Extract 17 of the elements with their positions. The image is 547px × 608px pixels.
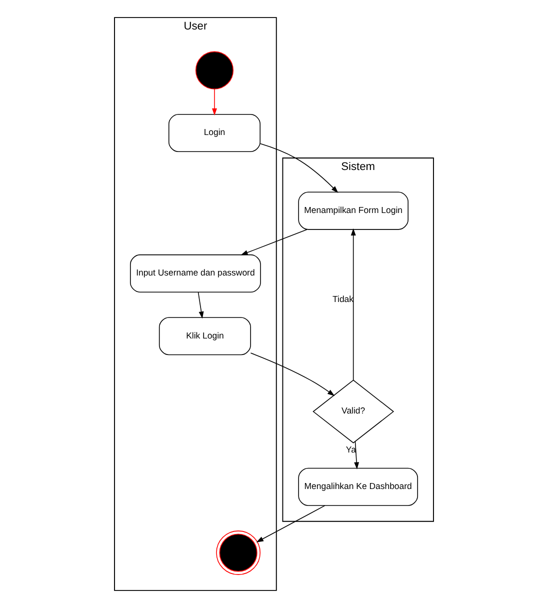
arrow — [354, 441, 359, 470]
node-box: Login — [168, 114, 260, 152]
node-circle — [194, 51, 234, 90]
arrow — [197, 292, 204, 319]
node-box: Klik Login — [158, 317, 250, 356]
node-box: Menampilkan Form Login — [298, 192, 408, 230]
arrow — [240, 229, 307, 256]
node-diamond: Valid? — [312, 380, 394, 444]
edge-label: Ya — [345, 444, 356, 455]
node-circle — [216, 530, 260, 575]
node-box: Input Username dan password — [130, 254, 260, 292]
node-box: Mengalihkan Ke Dashboard — [298, 468, 418, 506]
arrow — [350, 228, 356, 380]
arrow — [211, 88, 216, 116]
edge-label: Tidak — [332, 294, 354, 304]
arrow — [250, 352, 334, 396]
arrow — [259, 143, 338, 193]
